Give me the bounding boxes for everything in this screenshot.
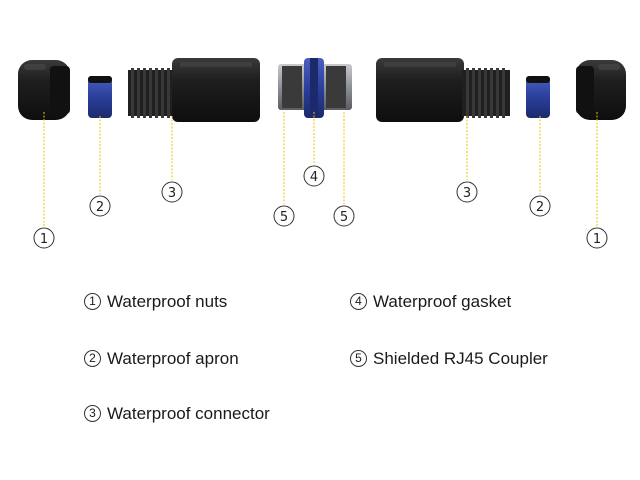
waterproof-connector-left bbox=[128, 58, 260, 122]
svg-text:1: 1 bbox=[40, 232, 48, 247]
svg-text:3: 3 bbox=[168, 186, 176, 201]
marker-m3-right: 3 bbox=[457, 182, 477, 202]
legend-number: 1 bbox=[84, 293, 101, 310]
legend-number: 3 bbox=[84, 405, 101, 422]
marker-m5-right: 5 bbox=[334, 206, 354, 226]
marker-m2-right: 2 bbox=[530, 196, 550, 216]
marker-m5-left: 5 bbox=[274, 206, 294, 226]
waterproof-apron-right bbox=[526, 76, 550, 118]
legend-label: Waterproof connector bbox=[107, 404, 270, 423]
legend-label: Waterproof apron bbox=[107, 349, 239, 368]
svg-text:3: 3 bbox=[463, 186, 471, 201]
rj45-coupler bbox=[278, 58, 352, 118]
legend-item-waterproof-connector: 3 Waterproof connector bbox=[84, 404, 270, 424]
svg-text:5: 5 bbox=[280, 210, 288, 225]
legend-item-waterproof-nuts: 1 Waterproof nuts bbox=[84, 292, 227, 312]
legend-item-waterproof-gasket: 4 Waterproof gasket bbox=[350, 292, 511, 312]
marker-m1-right: 1 bbox=[587, 228, 607, 248]
legend-number: 4 bbox=[350, 293, 367, 310]
legend-label: Waterproof nuts bbox=[107, 292, 227, 311]
svg-text:4: 4 bbox=[310, 170, 318, 185]
svg-text:2: 2 bbox=[96, 200, 104, 215]
legend-label: Waterproof gasket bbox=[373, 292, 511, 311]
svg-text:5: 5 bbox=[340, 210, 348, 225]
waterproof-nut-right bbox=[576, 60, 626, 120]
waterproof-nut-left bbox=[18, 60, 70, 120]
svg-text:1: 1 bbox=[593, 232, 601, 247]
marker-m2-left: 2 bbox=[90, 196, 110, 216]
legend-item-shielded-rj45-coupler: 5 Shielded RJ45 Coupler bbox=[350, 349, 548, 369]
waterproof-connector-right bbox=[376, 58, 510, 122]
legend-number: 5 bbox=[350, 350, 367, 367]
waterproof-apron-left bbox=[88, 76, 112, 118]
legend-item-waterproof-apron: 2 Waterproof apron bbox=[84, 349, 239, 369]
legend-label: Shielded RJ45 Coupler bbox=[373, 349, 548, 368]
legend-number: 2 bbox=[84, 350, 101, 367]
marker-m3-left: 3 bbox=[162, 182, 182, 202]
marker-m1-left: 1 bbox=[34, 228, 54, 248]
svg-text:2: 2 bbox=[536, 200, 544, 215]
marker-m4-center: 4 bbox=[304, 166, 324, 186]
